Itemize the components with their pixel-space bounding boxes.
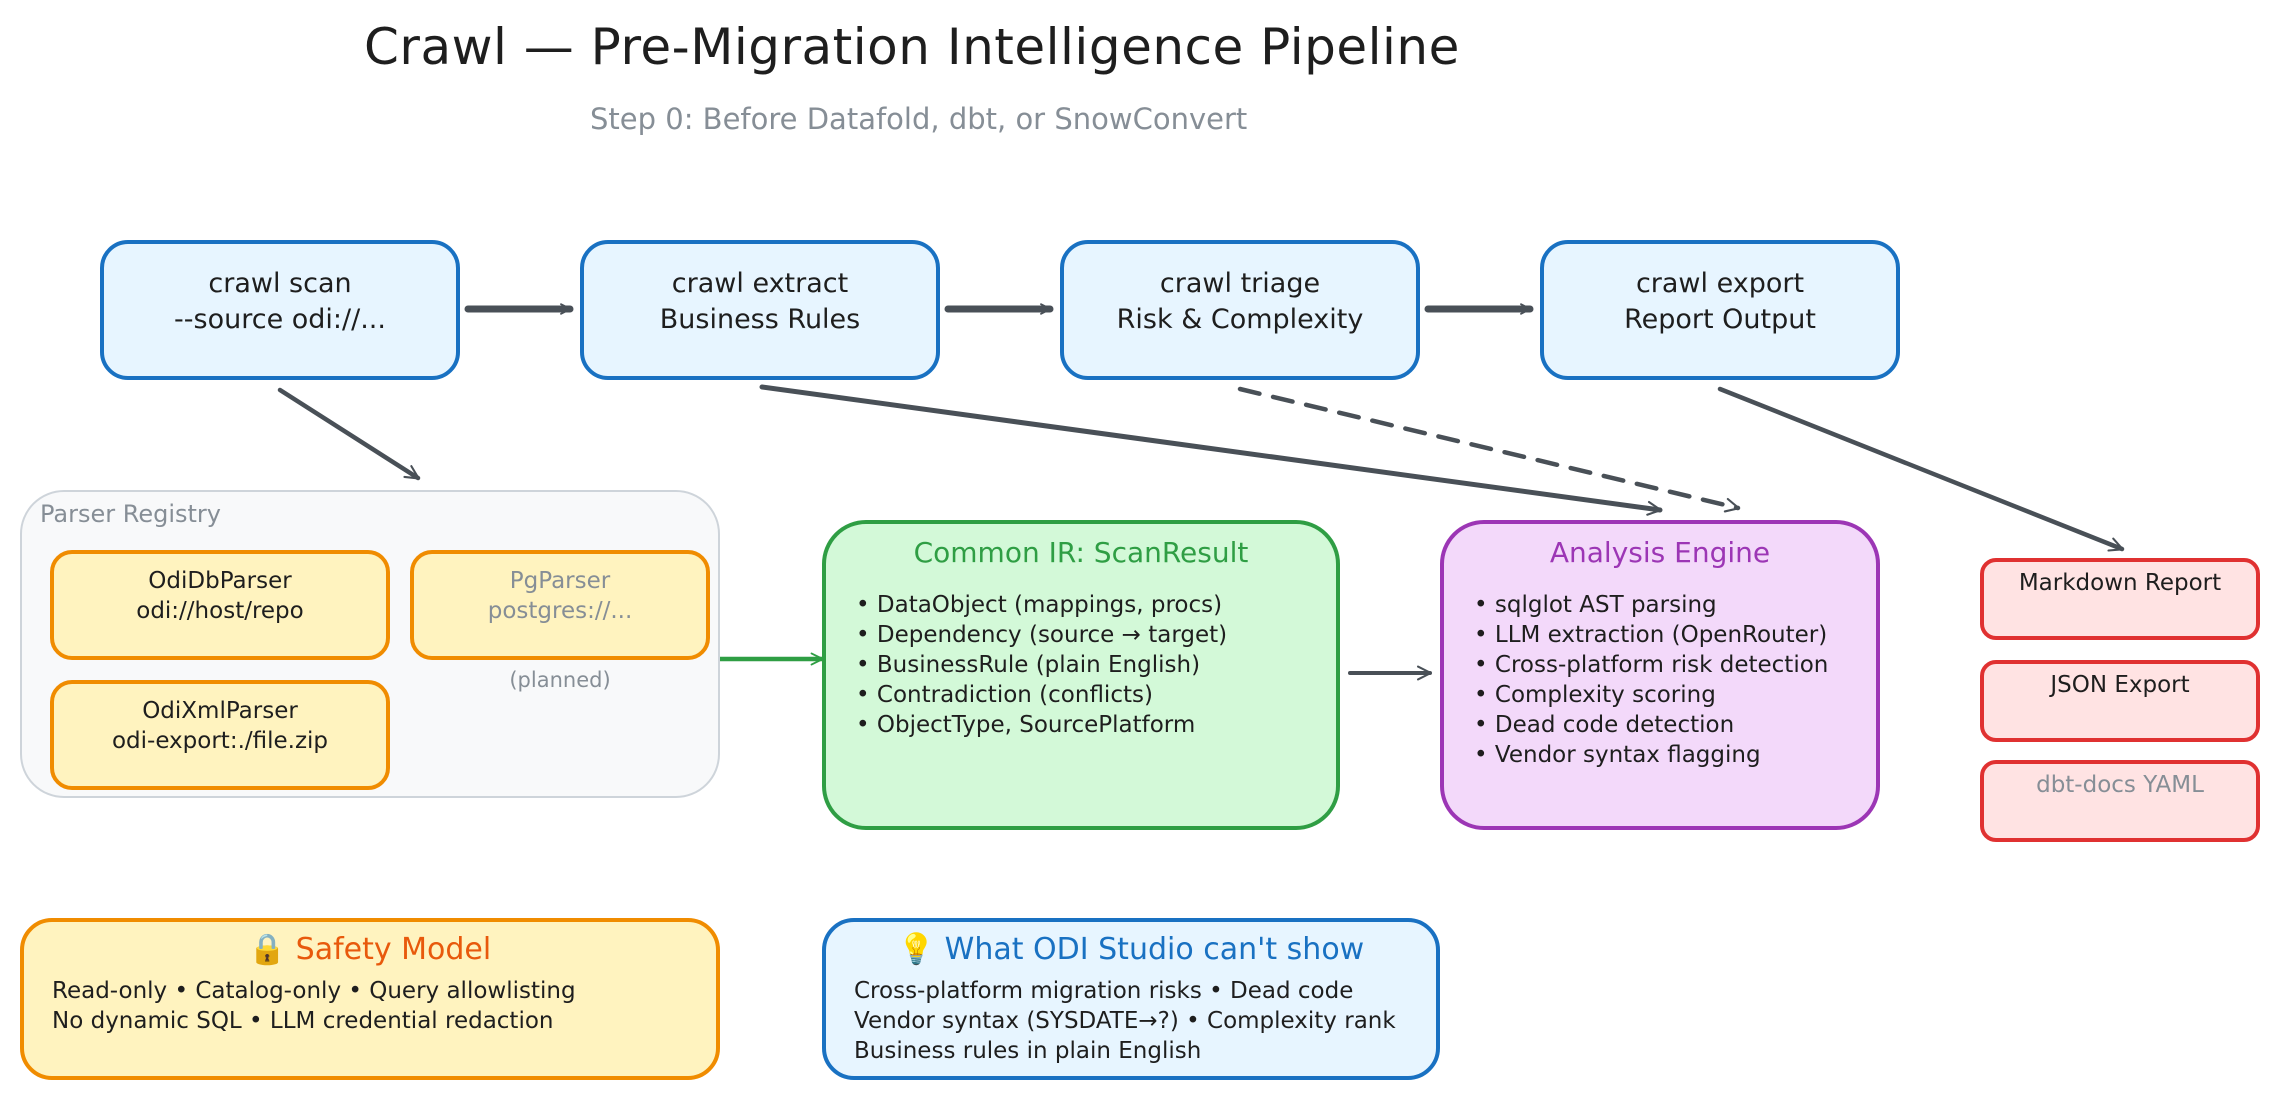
parser-name: PgParser (509, 568, 611, 594)
parser-registry-label: Parser Registry (40, 500, 221, 528)
parser-name: OdiDbParser (148, 568, 292, 594)
odi-gap-line: Vendor syntax (SYSDATE→?) • Complexity r… (854, 1008, 1396, 1034)
odi-gap-line: Cross-platform migration risks • Dead co… (854, 978, 1354, 1004)
engine-title: Analysis Engine (1549, 536, 1771, 569)
odi-gap-line: Business rules in plain English (854, 1038, 1202, 1064)
step-command: crawl export (1635, 268, 1805, 299)
engine-item: Dead code detection (1474, 710, 1828, 740)
engine-item: Vendor syntax flagging (1474, 740, 1828, 770)
arrow-extract-to-engine (759, 384, 1663, 516)
ir-item-list: DataObject (mappings, procs) Dependency … (856, 590, 1227, 740)
arrow-scan-to-registry (277, 387, 421, 481)
safety-model-title: 🔒 Safety Model (248, 932, 492, 967)
engine-item: Cross-platform risk detection (1474, 650, 1828, 680)
ir-item: Contradiction (conflicts) (856, 680, 1227, 710)
output-json-export: JSON Export (1980, 660, 2260, 742)
common-ir-scanresult: Common IR: ScanResult DataObject (mappin… (822, 520, 1340, 830)
parser-pg-planned-note: (planned) (509, 668, 611, 692)
parser-pg: PgParser postgres://... (410, 550, 710, 660)
step-crawl-extract: crawl extract Business Rules (580, 240, 940, 380)
output-dbt-docs-yaml: dbt-docs YAML (1980, 760, 2260, 842)
step-command: crawl triage (1159, 268, 1321, 299)
ir-item: BusinessRule (plain English) (856, 650, 1227, 680)
odi-studio-gap-panel: 💡 What ODI Studio can't show Cross-platf… (822, 918, 1440, 1080)
step-command: crawl scan (208, 268, 352, 299)
engine-item: Complexity scoring (1474, 680, 1828, 710)
safety-model-panel: 🔒 Safety Model Read-only • Catalog-only … (20, 918, 720, 1080)
arrow-export-to-outputs (1717, 386, 2125, 552)
diagram-subtitle: Step 0: Before Datafold, dbt, or SnowCon… (590, 102, 1248, 136)
arrow-triage-to-engine-dashed (1237, 386, 1741, 513)
engine-item: LLM extraction (OpenRouter) (1474, 620, 1828, 650)
step-detail: --source odi://... (174, 304, 386, 335)
analysis-engine: Analysis Engine sqlglot AST parsing LLM … (1440, 520, 1880, 830)
engine-item-list: sqlglot AST parsing LLM extraction (Open… (1474, 590, 1828, 770)
step-crawl-triage: crawl triage Risk & Complexity (1060, 240, 1420, 380)
safety-line: No dynamic SQL • LLM credential redactio… (52, 1008, 554, 1034)
ir-item: Dependency (source → target) (856, 620, 1227, 650)
engine-item: sqlglot AST parsing (1474, 590, 1828, 620)
diagram-title: Crawl — Pre-Migration Intelligence Pipel… (364, 18, 1460, 76)
parser-name: OdiXmlParser (142, 698, 298, 724)
step-detail: Risk & Complexity (1116, 304, 1364, 335)
odi-gap-title: 💡 What ODI Studio can't show (897, 932, 1365, 967)
safety-line: Read-only • Catalog-only • Query allowli… (52, 978, 576, 1004)
output-markdown-report: Markdown Report (1980, 558, 2260, 640)
parser-uri: odi://host/repo (136, 598, 304, 624)
parser-odidb: OdiDbParser odi://host/repo (50, 550, 390, 660)
parser-uri: odi-export:./file.zip (111, 728, 329, 754)
ir-item: ObjectType, SourcePlatform (856, 710, 1227, 740)
parser-odixml: OdiXmlParser odi-export:./file.zip (50, 680, 390, 790)
step-command: crawl extract (671, 268, 849, 299)
parser-uri: postgres://... (487, 598, 633, 624)
ir-title: Common IR: ScanResult (913, 536, 1249, 569)
step-detail: Report Output (1624, 304, 1816, 335)
step-crawl-export: crawl export Report Output (1540, 240, 1900, 380)
step-crawl-scan: crawl scan --source odi://... (100, 240, 460, 380)
step-detail: Business Rules (659, 304, 861, 335)
ir-item: DataObject (mappings, procs) (856, 590, 1227, 620)
